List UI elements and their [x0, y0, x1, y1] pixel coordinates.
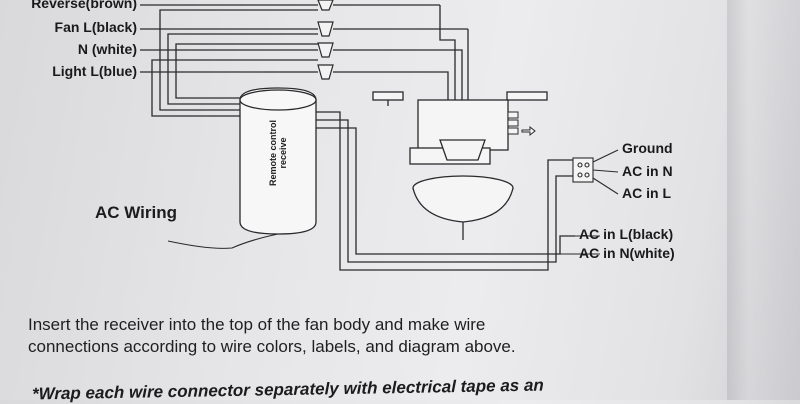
neutral-wire-label: N (white): [77, 41, 137, 57]
wire-nut-icon: [317, 42, 334, 58]
wire-nut-icon: [317, 64, 334, 80]
wire-nut-icon: [317, 0, 334, 11]
ac-in-l-label: AC in L: [622, 185, 671, 201]
ac-wiring-heading: AC Wiring: [95, 203, 178, 222]
light-wire-label: Light L(blue): [52, 63, 137, 79]
ac-in-n-white-label: AC in N(white): [579, 245, 675, 261]
wire-nut-icon: [317, 21, 334, 37]
fan-wire-label: Fan L(black): [54, 19, 137, 35]
ceiling-fan-icon: [372, 91, 548, 240]
ac-in-n-label: AC in N: [622, 163, 673, 179]
ground-label: Ground: [622, 140, 673, 156]
terminal-block-icon: [572, 157, 594, 183]
antenna-wire: [167, 233, 279, 249]
remote-receiver: [239, 87, 317, 235]
instructions-line-2: connections according to wire colors, la…: [28, 337, 516, 356]
receiver-label: Remote control receive: [268, 120, 288, 187]
reverse-wire-label: Reverse(brown): [31, 0, 137, 11]
instructions-line-1: Insert the receiver into the top of the …: [28, 315, 486, 334]
paper-fold-shadow: [727, 0, 800, 400]
instructions-paragraph: Insert the receiver into the top of the …: [28, 314, 516, 358]
ac-in-l-black-label: AC in L(black): [579, 226, 674, 242]
